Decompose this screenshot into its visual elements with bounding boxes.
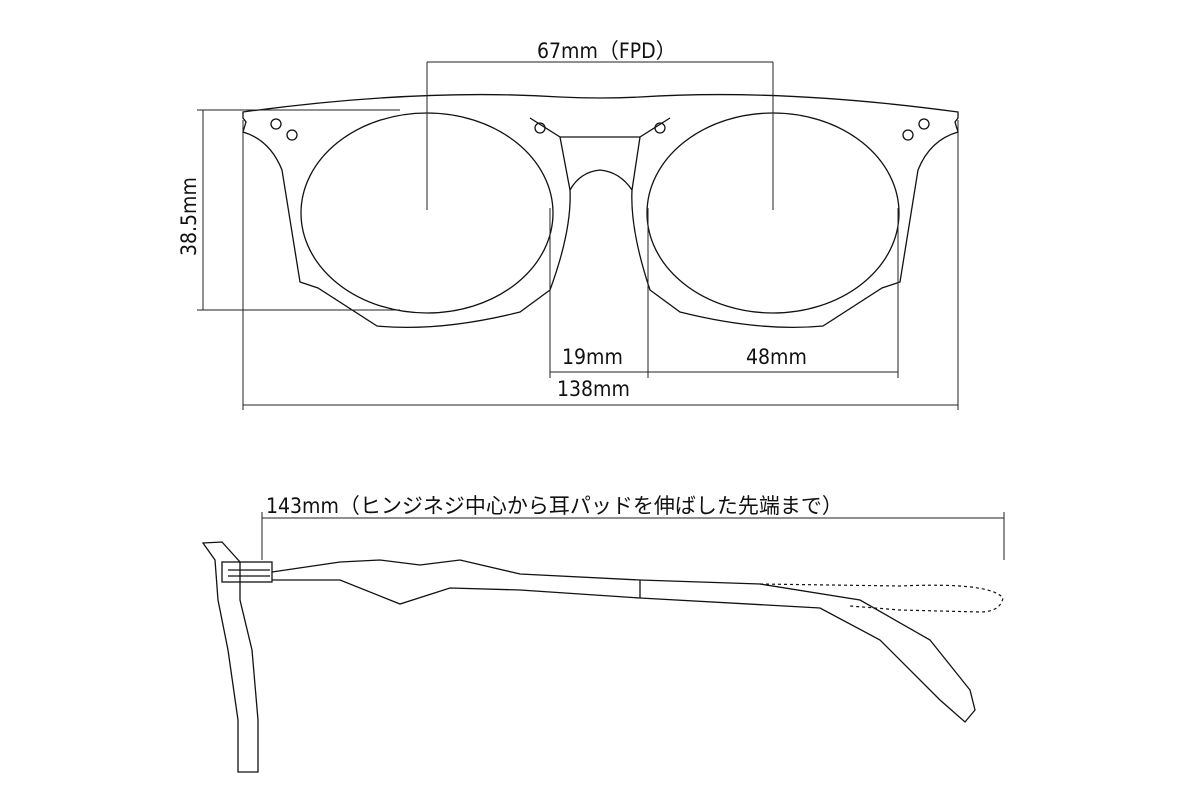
front-view: 67mm（FPD） 38.5mm 19mm 48mm 138mm — [177, 39, 959, 410]
ear-pad-extended — [759, 583, 1004, 613]
fpd-label: 67mm（FPD） — [537, 39, 677, 63]
total-width-dimension-line — [242, 120, 959, 410]
lens-height-dimension-line — [197, 109, 400, 311]
side-view: 143mm（ヒンジネジ中心から耳パッドを伸ばした先端まで） — [201, 494, 1005, 773]
bridge-right — [631, 117, 671, 191]
hinge — [221, 561, 273, 583]
temple — [271, 559, 976, 723]
bridge-lens-dimension-line — [549, 208, 899, 378]
bridge-label: 19mm — [562, 345, 623, 369]
screw-icons — [270, 118, 930, 141]
hinge-slot — [228, 569, 270, 577]
temple-length-label: 143mm（ヒンジネジ中心から耳パッドを伸ばした先端まで） — [266, 494, 843, 518]
temple-length-dimension-line — [261, 512, 1005, 560]
fpd-dimension-line — [426, 61, 774, 210]
frame-outline — [242, 93, 959, 329]
bridge-left — [529, 117, 571, 191]
lens-width-label: 48mm — [746, 345, 807, 369]
total-width-label: 138mm — [557, 377, 630, 401]
lens-height-label: 38.5mm — [177, 177, 201, 256]
